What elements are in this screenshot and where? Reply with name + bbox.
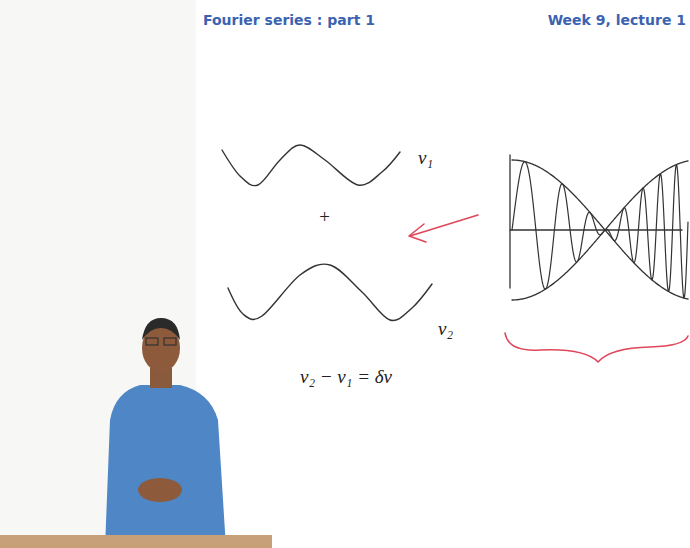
arrow-head <box>409 224 426 242</box>
sine-wave <box>228 264 432 320</box>
plus-sign: + <box>318 206 331 228</box>
lecture-number: Week 9, lecture 1 <box>548 12 686 28</box>
shirt <box>105 385 226 548</box>
sine-wave <box>222 145 400 186</box>
beat-signal <box>512 162 688 298</box>
envelope <box>512 160 688 299</box>
axis <box>509 155 510 288</box>
glasses <box>146 338 158 345</box>
hands <box>138 478 182 502</box>
lecturer <box>105 318 226 548</box>
glasses <box>164 338 176 345</box>
hair <box>142 318 180 340</box>
frequency-label: ν₂ <box>438 318 453 340</box>
table-edge <box>0 535 272 548</box>
frequency-label: ν₁ <box>418 147 433 169</box>
arrow-line <box>410 215 478 236</box>
wave-drawings <box>222 145 688 362</box>
brace <box>505 333 688 362</box>
difference-equation: ν₂ − ν₁ = δν <box>300 366 392 388</box>
envelope <box>512 161 688 300</box>
slide-title: Fourier series : part 1 <box>203 12 375 28</box>
